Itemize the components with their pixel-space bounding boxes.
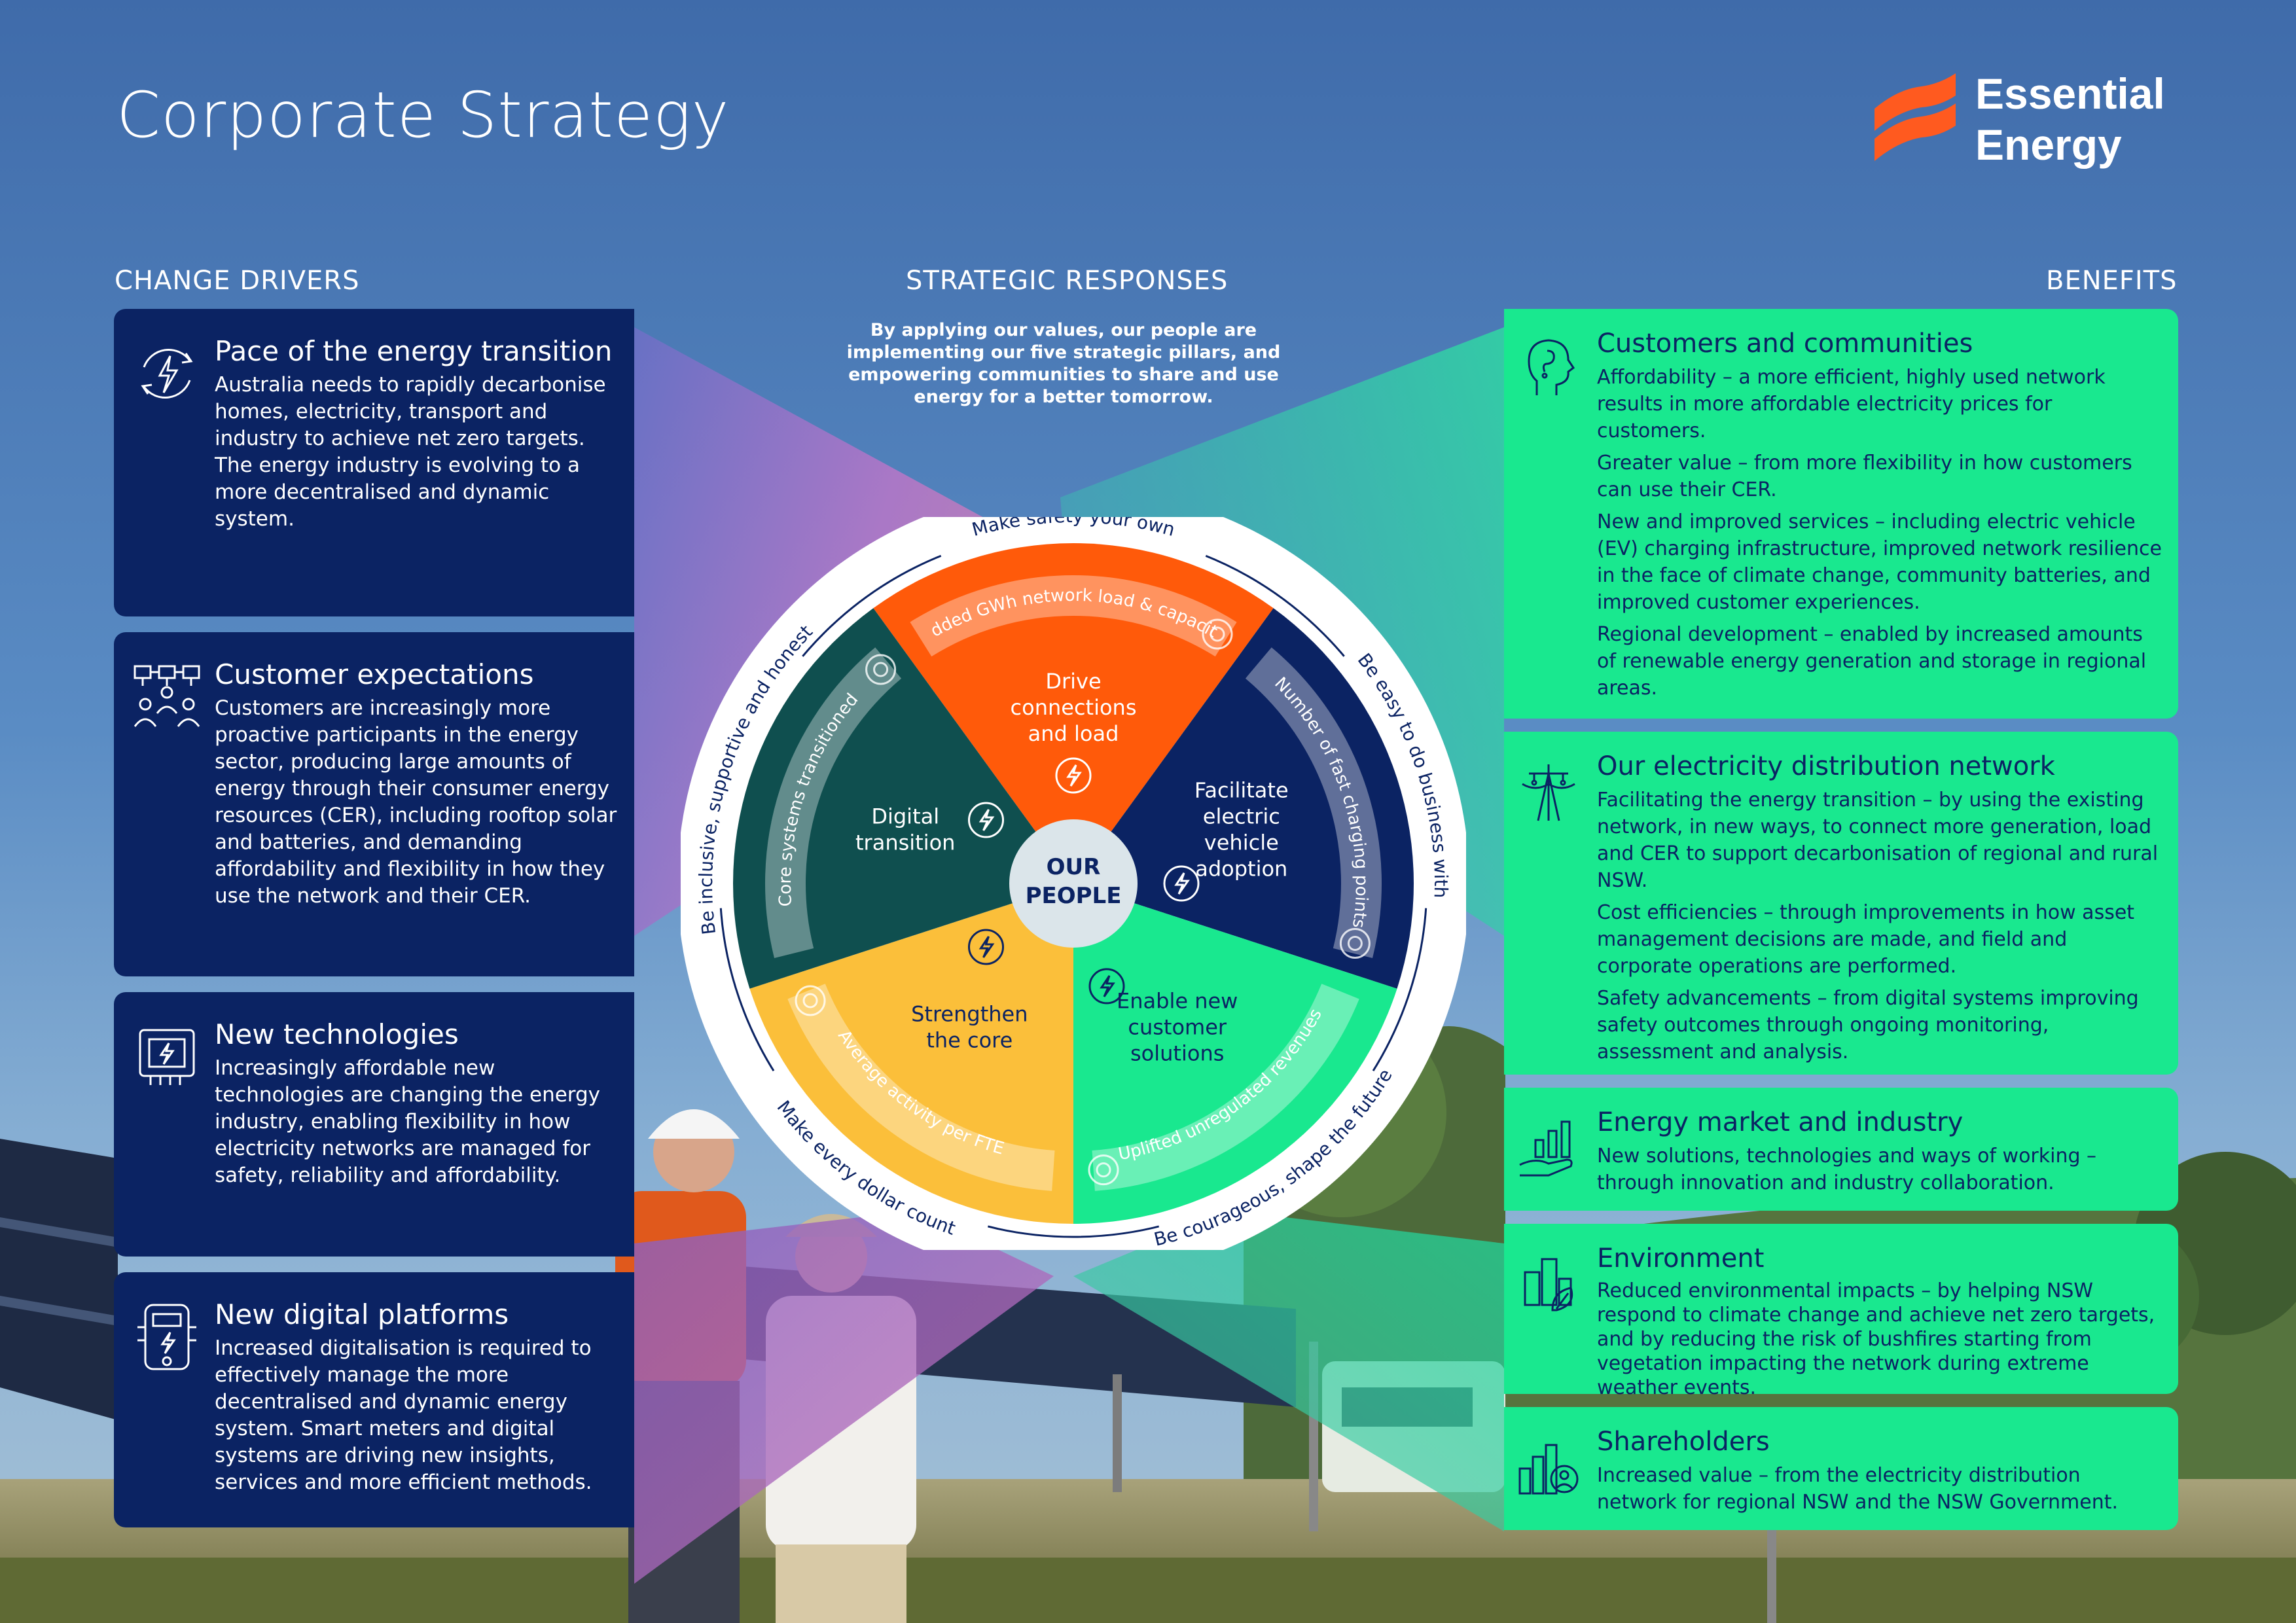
driver-card-digital-platforms: New digital platforms Increased digitali… — [114, 1272, 634, 1527]
pillar-segment — [873, 543, 1274, 883]
pillar-label-line: connections — [1011, 695, 1137, 720]
benefit-para: New and improved services – including el… — [1597, 510, 2162, 614]
column-heading-drivers: CHANGE DRIVERS — [115, 266, 360, 296]
pillar-label-line: customer — [1128, 1014, 1227, 1039]
benefit-paras: Reduced environmental impacts – by helpi… — [1597, 1279, 2166, 1405]
pillar-segment — [1073, 608, 1414, 989]
target-icon — [865, 654, 897, 685]
target-icon — [1339, 927, 1371, 959]
power-pole-icon — [1522, 764, 1575, 821]
driver-text: Customers are increasingly more proactiv… — [215, 696, 617, 908]
pillar-label-line: electric — [1203, 804, 1280, 829]
wheel-center-line1: OUR — [1047, 854, 1101, 880]
pillar-segment — [749, 883, 1073, 1224]
brand-logo: Essential Energy — [1872, 68, 2179, 173]
benefit-para: Increased value – from the electricity d… — [1597, 1464, 2119, 1514]
wheel-center-disc — [1009, 819, 1138, 948]
target-icon — [1202, 618, 1233, 650]
driver-title: New technologies — [215, 1018, 459, 1050]
benefit-paras: Affordability – a more efficient, highly… — [1597, 364, 2166, 707]
benefit-card-distribution-network: Our electricity distribution network Fac… — [1504, 732, 2178, 1075]
measure-band — [1092, 984, 1359, 1191]
smart-meter-icon — [137, 1304, 196, 1370]
pillar-segment — [1073, 883, 1397, 1224]
measure-band — [910, 575, 1237, 657]
pillar-label-line: and load — [1028, 721, 1119, 746]
driver-card-new-technologies: New technologies Increasingly affordable… — [114, 992, 634, 1257]
benefit-para: Cost efficiencies – through improvements… — [1597, 901, 2135, 978]
benefit-card-customers-communities: Customers and communities Affordability … — [1504, 309, 2178, 719]
benefit-title: Environment — [1597, 1243, 1765, 1274]
target-icon — [795, 985, 826, 1016]
strategic-intro: By applying our values, our people are i… — [846, 320, 1281, 407]
pillar-label-line: the core — [926, 1027, 1013, 1052]
measure-band — [1245, 647, 1382, 958]
benefit-para: Affordability – a more efficient, highly… — [1597, 366, 2106, 442]
pillar-label-line: adoption — [1195, 857, 1287, 882]
lightbulb-hand-icon — [1088, 968, 1125, 1005]
shareholder-chart-icon — [1518, 1444, 1579, 1495]
pillar-label-line: Drive — [1045, 669, 1101, 694]
benefit-title: Our electricity distribution network — [1597, 751, 2055, 781]
driver-text: Increased digitalisation is required to … — [215, 1336, 592, 1494]
benefit-card-energy-market: Energy market and industry New solutions… — [1504, 1088, 2178, 1211]
benefit-paras: Facilitating the energy transition – by … — [1597, 787, 2166, 1071]
brand-line1: Essential — [1975, 69, 2165, 118]
growth-hand-icon — [1519, 1120, 1573, 1177]
people-network-icon — [134, 665, 200, 727]
value-gap — [770, 1068, 989, 1230]
value-gap — [1341, 654, 1431, 909]
driver-title: Pace of the energy transition — [215, 335, 613, 367]
pillar-label-line: Strengthen — [911, 1001, 1028, 1026]
brand-line2: Energy — [1975, 120, 2122, 169]
measure-band — [787, 984, 1055, 1191]
essential-energy-logo-mark — [1874, 73, 1956, 161]
measure-band — [765, 647, 902, 958]
benefit-para: New solutions, technologies and ways of … — [1597, 1145, 2097, 1194]
benefit-para: Reduced environmental impacts – by helpi… — [1597, 1279, 2155, 1399]
electric-car-icon — [1163, 865, 1200, 902]
arrows-lightning-icon — [1055, 757, 1092, 794]
gear-tools-icon — [968, 802, 1005, 838]
pillar-label-line: Enable new — [1117, 988, 1238, 1013]
head-profile-icon — [1528, 339, 1575, 395]
pillar-label-line: Facilitate — [1194, 778, 1289, 803]
benefit-title: Shareholders — [1597, 1427, 1770, 1457]
driver-title: New digital platforms — [215, 1298, 509, 1330]
benefit-para: Safety advancements – from digital syste… — [1597, 987, 2139, 1063]
benefit-para: Greater value – from more flexibility in… — [1597, 452, 2132, 501]
driver-text: Australia needs to rapidly decarbonise h… — [215, 373, 606, 531]
driver-card-customer-expectations: Customer expectations Customers are incr… — [114, 632, 634, 976]
pillar-label-line: transition — [855, 830, 955, 855]
benefit-title: Energy market and industry — [1597, 1107, 1964, 1137]
column-heading-benefits: BENEFITS — [2046, 266, 2178, 296]
benefit-para: Facilitating the energy transition – by … — [1597, 789, 2159, 892]
driver-card-energy-transition: Pace of the energy transition Australia … — [114, 309, 634, 616]
value-gap — [939, 526, 1208, 560]
benefit-paras: Increased value – from the electricity d… — [1597, 1462, 2166, 1521]
pillar-segment — [733, 608, 1073, 989]
benefit-paras: New solutions, technologies and ways of … — [1597, 1143, 2166, 1202]
page-title: Corporate Strategy — [117, 79, 730, 152]
value-gap — [1158, 1068, 1377, 1230]
brand-name: Essential Energy — [1975, 68, 2165, 170]
city-leaf-icon — [1524, 1258, 1573, 1311]
benefit-card-environment: Environment Reduced environmental impact… — [1504, 1224, 2178, 1399]
pillar-label-line: Digital — [871, 804, 939, 829]
pillar-label-line: vehicle — [1204, 830, 1279, 855]
benefit-title: Customers and communities — [1597, 329, 1973, 359]
pole-shield-icon — [968, 929, 1005, 965]
benefit-card-shareholders: Shareholders Increased value – from the … — [1504, 1407, 2178, 1530]
lightning-cycle-icon — [141, 349, 193, 399]
benefit-para: Regional development – enabled by increa… — [1597, 623, 2147, 700]
driver-title: Customer expectations — [215, 658, 534, 690]
driver-text: Increasingly affordable new technologies… — [215, 1056, 601, 1187]
wheel-center-line2: PEOPLE — [1026, 883, 1122, 909]
value-gap — [716, 654, 806, 909]
strategy-wheel: Added GWh network load & capacityNumber … — [681, 517, 1466, 1250]
pillar-label-line: solutions — [1130, 1041, 1224, 1065]
column-heading-responses: STRATEGIC RESPONSES — [906, 266, 1229, 296]
target-icon — [1088, 1154, 1119, 1186]
battery-device-icon — [139, 1029, 195, 1085]
